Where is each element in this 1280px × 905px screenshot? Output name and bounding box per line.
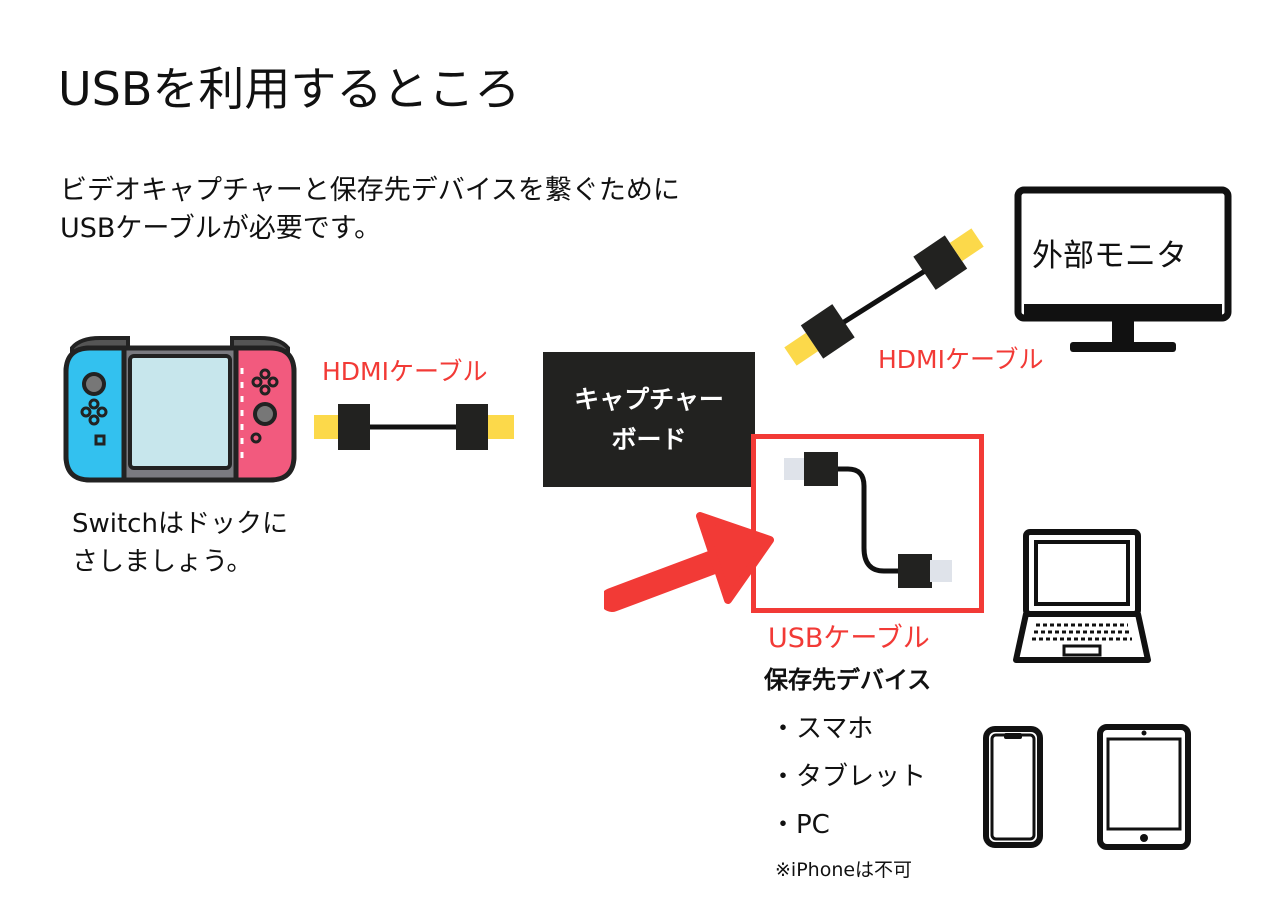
monitor-icon: [1014, 186, 1232, 352]
hdmi-cable-label-left: HDMIケーブル: [322, 357, 488, 386]
laptop-icon: [1013, 529, 1151, 663]
page-title: USBを利用するところ: [58, 62, 521, 116]
iphone-note: ※iPhoneは不可: [775, 859, 913, 881]
capture-board-label-line-1: キャプチャー: [574, 384, 724, 414]
hdmi-cable-label-right: HDMIケーブル: [878, 345, 1044, 374]
list-item: ・PC: [770, 810, 830, 840]
description-line-1: ビデオキャプチャーと保存先デバイスを繋ぐために: [60, 175, 680, 206]
monitor-label: 外部モニタ: [1032, 238, 1187, 274]
switch-note-line-1: Switchはドックに: [72, 509, 288, 539]
smartphone-icon: [983, 726, 1043, 848]
storage-devices-heading: 保存先デバイス: [764, 666, 932, 694]
list-item: ・スマホ: [770, 714, 874, 744]
switch-note: Switchはドックに さしましょう。: [72, 505, 288, 581]
tablet-icon: [1097, 724, 1191, 850]
arrow-icon: [604, 512, 774, 612]
usb-highlight-box: [751, 434, 984, 613]
hdmi-cable-icon: [314, 404, 514, 450]
description: ビデオキャプチャーと保存先デバイスを繋ぐために USBケーブルが必要です。: [60, 172, 680, 248]
capture-board-label-line-2: ボード: [611, 424, 687, 454]
hdmi-cable-icon-diagonal: [784, 228, 984, 366]
storage-devices-list: ・スマホ ・タブレット ・PC: [770, 705, 926, 849]
switch-note-line-2: さしましょう。: [72, 547, 253, 577]
usb-cable-label: USBケーブル: [768, 623, 930, 654]
capture-board: キャプチャー ボード: [543, 352, 755, 487]
list-item: ・タブレット: [770, 762, 927, 792]
description-line-2: USBケーブルが必要です。: [60, 213, 382, 244]
usb-cable-icon: [784, 452, 952, 588]
nintendo-switch-icon: [63, 336, 297, 483]
